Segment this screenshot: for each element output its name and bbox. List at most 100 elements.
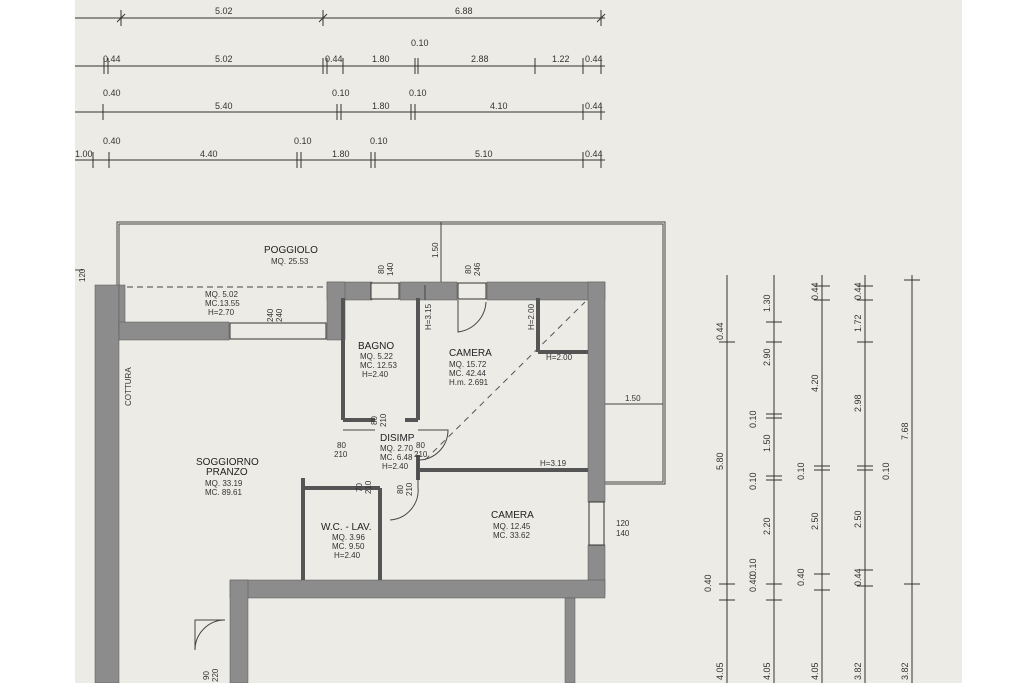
opening-code: 80 bbox=[416, 441, 425, 450]
opening-code: 210 bbox=[405, 482, 414, 496]
height-code: H=2.00 bbox=[546, 353, 573, 362]
room-area: MQ. 3.96 bbox=[332, 533, 365, 542]
room-height: H=2.40 bbox=[334, 551, 361, 560]
dim-label: 0.44 bbox=[103, 54, 121, 64]
opening-code: 80 bbox=[337, 441, 346, 450]
opening-code: 240 bbox=[275, 308, 284, 322]
dim-label: 0.40 bbox=[748, 574, 758, 592]
dim-label: 0.44 bbox=[585, 149, 603, 159]
dim-label: 0.44 bbox=[585, 101, 603, 111]
dim-label: 3.82 bbox=[900, 662, 910, 680]
room-name-disimpegno: DISIMP bbox=[380, 433, 415, 444]
room-volume: MC. 33.62 bbox=[493, 531, 530, 540]
opening-code: 80 bbox=[396, 485, 405, 494]
dim-label: 0.10 bbox=[370, 136, 388, 146]
dim-label: 0.10 bbox=[748, 558, 758, 576]
room-volume: MC. 12.53 bbox=[360, 361, 397, 370]
door-swings bbox=[194, 285, 487, 651]
dim-label: 3.82 bbox=[853, 662, 863, 680]
height-code: H=3.15 bbox=[424, 303, 433, 330]
dim-label: 5.80 bbox=[715, 452, 725, 470]
dim-label: 1.72 bbox=[853, 314, 863, 332]
room-name-wc: W.C. - LAV. bbox=[321, 522, 372, 533]
opening-code: 1.50 bbox=[431, 242, 440, 258]
dim-label: 0.10 bbox=[332, 88, 350, 98]
opening-codes: 120 1.50 80 140 80 246 240 240 H=3.15 H=… bbox=[75, 222, 663, 682]
room-height: H=2.40 bbox=[382, 462, 409, 471]
opening-code: 210 bbox=[334, 450, 348, 459]
room-name-cottura: COTTURA bbox=[124, 367, 133, 406]
room-name-camera: CAMERA bbox=[491, 510, 534, 521]
partitions bbox=[301, 298, 588, 580]
dim-label: 1.22 bbox=[552, 54, 570, 64]
left-border bbox=[0, 0, 75, 683]
dim-label: 4.10 bbox=[490, 101, 508, 111]
top-dimension-chains bbox=[75, 10, 606, 168]
windows bbox=[229, 282, 605, 546]
opening-code: 80 bbox=[370, 416, 379, 425]
room-area: MQ. 2.70 bbox=[380, 444, 413, 453]
room-area: MQ. 5.22 bbox=[360, 352, 393, 361]
room-area: MQ. 33.19 bbox=[205, 479, 243, 488]
dim-label: 0.10 bbox=[409, 88, 427, 98]
dim-label: 0.44 bbox=[715, 322, 725, 340]
opening-code: 140 bbox=[616, 529, 630, 538]
dim-label: 2.90 bbox=[762, 348, 772, 366]
opening-code: 80 bbox=[377, 265, 386, 274]
dim-label: 2.98 bbox=[853, 394, 863, 412]
dim-label: 4.05 bbox=[762, 662, 772, 680]
dim-label: 4.20 bbox=[810, 374, 820, 392]
room-name-camera: CAMERA bbox=[449, 348, 492, 359]
opening-code: 210 bbox=[364, 480, 373, 494]
sloped-ceiling-line bbox=[424, 301, 586, 461]
room-name-soggiorno: SOGGIORNO bbox=[196, 457, 259, 468]
room-name-poggiolo: POGGIOLO bbox=[264, 245, 318, 256]
dim-label: 0.10 bbox=[294, 136, 312, 146]
dim-label: 0.44 bbox=[585, 54, 603, 64]
dim-label: 0.10 bbox=[796, 462, 806, 480]
right-border bbox=[962, 0, 1024, 683]
dim-label: 2.20 bbox=[762, 517, 772, 535]
dim-label: 1.50 bbox=[762, 434, 772, 452]
dim-label: 4.05 bbox=[715, 662, 725, 680]
side-dimension-chains bbox=[719, 275, 920, 683]
dim-label: 4.40 bbox=[200, 149, 218, 159]
floor-plan-drawing: 5.02 6.88 0.10 0.44 5.02 0.44 1.80 2.88 … bbox=[75, 6, 920, 683]
opening-code: 70 bbox=[355, 483, 364, 492]
side-dimension-labels: 0.44 5.80 0.40 4.05 1.30 0.10 2.90 0.10 … bbox=[703, 282, 910, 680]
dim-label: 7.68 bbox=[900, 422, 910, 440]
dim-label: 5.02 bbox=[215, 6, 233, 16]
room-area: MQ. 12.45 bbox=[493, 522, 531, 531]
dim-label: 0.10 bbox=[411, 38, 429, 48]
dim-label: 1.30 bbox=[762, 294, 772, 312]
room-area: MQ. 5.02 bbox=[205, 290, 238, 299]
dim-label: 4.05 bbox=[810, 662, 820, 680]
opening-code: 246 bbox=[473, 262, 482, 276]
opening-code: 90 bbox=[202, 671, 211, 680]
dim-label: 5.02 bbox=[215, 54, 233, 64]
dim-label: 0.44 bbox=[853, 568, 863, 586]
dim-label: 1.80 bbox=[372, 101, 390, 111]
dim-label: 2.88 bbox=[471, 54, 489, 64]
opening-code: 220 bbox=[211, 668, 220, 682]
room-volume: MC.13.55 bbox=[205, 299, 240, 308]
dim-label: 0.10 bbox=[748, 410, 758, 428]
room-volume: MC. 6.48 bbox=[380, 453, 413, 462]
room-name-pranzo: PRANZO bbox=[206, 467, 248, 478]
opening-code: 210 bbox=[379, 413, 388, 427]
dim-label: 6.88 bbox=[455, 6, 473, 16]
dim-label: 0.40 bbox=[796, 568, 806, 586]
room-area: MQ. 25.53 bbox=[271, 257, 309, 266]
room-height: H=2.70 bbox=[208, 308, 235, 317]
opening-code: 140 bbox=[386, 262, 395, 276]
dim-label: 0.44 bbox=[853, 282, 863, 300]
opening-code: 120 bbox=[616, 519, 630, 528]
room-height: H.m. 2.691 bbox=[449, 378, 489, 387]
dim-label: 0.44 bbox=[810, 282, 820, 300]
floor-plan-sheet: 5.02 6.88 0.10 0.44 5.02 0.44 1.80 2.88 … bbox=[75, 0, 962, 683]
dim-label: 1.50 bbox=[625, 394, 641, 403]
dim-label: 0.44 bbox=[325, 54, 343, 64]
dim-label: 0.10 bbox=[748, 472, 758, 490]
walls bbox=[94, 281, 606, 683]
dim-label: 0.40 bbox=[103, 136, 121, 146]
